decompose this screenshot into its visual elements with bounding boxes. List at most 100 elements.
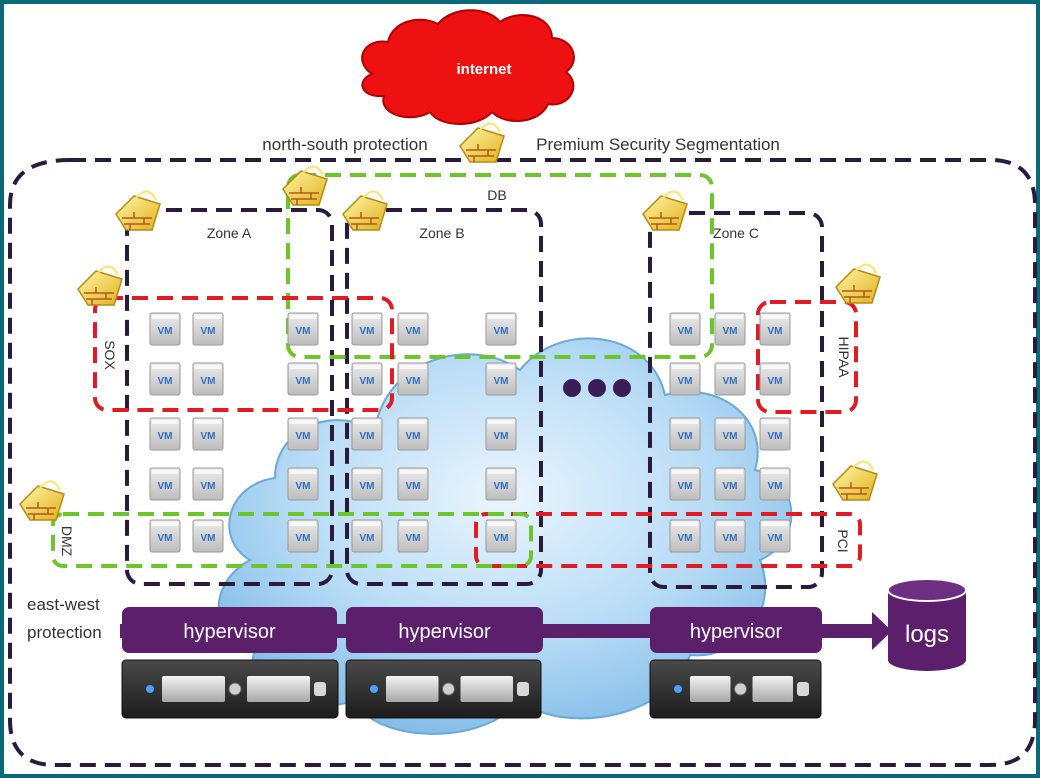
hipaa-segment-box (756, 300, 858, 414)
vm-tile: VM (192, 417, 224, 451)
vm-label: VM (296, 431, 311, 442)
vm-tile: VM (351, 519, 383, 553)
vm-tile: VM (714, 519, 746, 553)
firewall-icon (282, 165, 328, 206)
vm-tile: VM (714, 312, 746, 346)
vm-label: VM (768, 376, 783, 387)
vm-label: VM (360, 533, 375, 544)
vm-label: VM (768, 326, 783, 337)
hypervisor-bar: hypervisor (122, 607, 337, 653)
vm-label: VM (723, 481, 738, 492)
server-icon (345, 659, 542, 719)
zone-a-label: Zone A (207, 225, 252, 241)
vm-label: VM (296, 533, 311, 544)
vm-tile: VM (149, 362, 181, 396)
vm-tile: VM (485, 362, 517, 396)
vm-label: VM (201, 481, 216, 492)
vm-label: VM (678, 326, 693, 337)
sox-label: SOX (102, 340, 118, 370)
hypervisor-label: hypervisor (398, 621, 491, 643)
vm-label: VM (406, 481, 421, 492)
vm-label: VM (201, 376, 216, 387)
vm-label: VM (678, 431, 693, 442)
firewall-icon (77, 265, 123, 306)
vm-tile: VM (759, 312, 791, 346)
vm-tile: VM (669, 417, 701, 451)
firewall-group (19, 122, 881, 521)
vm-label: VM (201, 326, 216, 337)
vm-label: VM (723, 431, 738, 442)
vm-tile: VM (351, 362, 383, 396)
pci-label: PCI (835, 529, 851, 552)
vm-tile: VM (192, 312, 224, 346)
east-west-label-line1: east-west (27, 595, 100, 614)
vm-label: VM (406, 431, 421, 442)
zone-c-label: Zone C (713, 225, 759, 241)
vm-tile: VM (287, 362, 319, 396)
vm-label: VM (296, 481, 311, 492)
vm-tile: VM (485, 467, 517, 501)
vm-tile: VM (669, 362, 701, 396)
firewall-icon (342, 190, 388, 231)
north-south-label: north-south protection (262, 135, 427, 154)
vm-tile: VM (759, 519, 791, 553)
vm-label: VM (494, 481, 509, 492)
zone-a-box (125, 208, 334, 586)
east-west-label-line2: protection (27, 623, 102, 642)
vm-label: VM (406, 376, 421, 387)
vm-tile: VM (759, 417, 791, 451)
vm-label: VM (360, 481, 375, 492)
zone-b-label: Zone B (419, 225, 464, 241)
vm-label: VM (360, 431, 375, 442)
vm-tile: VM (149, 519, 181, 553)
vm-label: VM (494, 326, 509, 337)
dmz-label: DMZ (59, 526, 75, 557)
firewall-icon (642, 190, 688, 231)
zone-c-box (648, 211, 824, 589)
firewall-icon (115, 190, 161, 231)
vm-label: VM (723, 533, 738, 544)
vm-label: VM (768, 431, 783, 442)
vm-tile: VM (714, 417, 746, 451)
sox-segment-box (93, 296, 394, 412)
pci-segment-box (474, 512, 862, 568)
vm-label: VM (201, 533, 216, 544)
logs-label: logs (905, 621, 949, 648)
server-icon (121, 659, 339, 719)
vm-tile: VM (192, 362, 224, 396)
hipaa-label: HIPAA (836, 337, 852, 379)
vm-tile: VM (669, 467, 701, 501)
vm-grid: VM VM VM VM VM VM VM VM VM VM VM VM VM VM VM VM VM VM VM VM… (149, 312, 791, 553)
vm-label: VM (360, 376, 375, 387)
server-icon (649, 659, 822, 719)
vm-label: VM (678, 376, 693, 387)
vm-tile: VM (397, 312, 429, 346)
firewall-icon (835, 263, 881, 304)
vm-label: VM (768, 481, 783, 492)
vm-tile: VM (149, 467, 181, 501)
vm-tile: VM (669, 519, 701, 553)
vm-tile: VM (397, 417, 429, 451)
internet-cloud-icon: internet (361, 9, 575, 125)
vm-tile: VM (397, 362, 429, 396)
firewall-icon (832, 460, 878, 501)
vm-tile: VM (714, 467, 746, 501)
vm-label: VM (723, 326, 738, 337)
vm-tile: VM (351, 417, 383, 451)
vm-tile: VM (485, 417, 517, 451)
vm-label: VM (768, 533, 783, 544)
vm-label: VM (406, 326, 421, 337)
database-icon: logs (887, 578, 967, 671)
vm-label: VM (158, 533, 173, 544)
internet-label: internet (456, 61, 511, 78)
premium-label: Premium Security Segmentation (536, 135, 780, 154)
vm-tile: VM (759, 362, 791, 396)
vm-tile: VM (759, 467, 791, 501)
vm-label: VM (201, 431, 216, 442)
vm-tile: VM (287, 519, 319, 553)
vm-label: VM (494, 533, 509, 544)
vm-label: VM (296, 376, 311, 387)
db-label: DB (487, 187, 506, 203)
